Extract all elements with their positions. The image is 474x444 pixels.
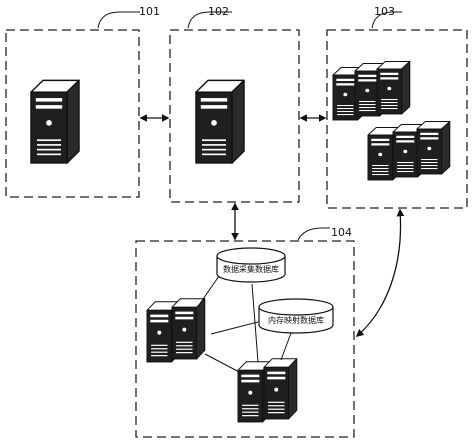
node-104-box xyxy=(135,240,355,438)
link-line xyxy=(204,353,244,375)
leader-101 xyxy=(97,11,140,29)
leader-103 xyxy=(371,11,402,29)
node-101-box xyxy=(5,29,140,198)
link-line xyxy=(280,332,292,361)
link-line xyxy=(198,275,220,306)
link-line xyxy=(210,321,259,335)
leader-104 xyxy=(297,227,330,241)
label-102: 102 xyxy=(208,5,229,18)
node-103-box xyxy=(326,29,468,209)
node-102-box xyxy=(169,29,300,203)
server-icon xyxy=(171,298,206,360)
label-104: 104 xyxy=(331,226,352,239)
label-103: 103 xyxy=(374,5,395,18)
server-icon xyxy=(30,79,80,164)
database-label-data-collection: 数据采集数据库 xyxy=(223,264,279,274)
database-label-memory-mapped: 内存映射数据库 xyxy=(268,315,324,325)
server-icon xyxy=(376,61,411,115)
server-icon xyxy=(195,79,245,164)
server-icon xyxy=(416,121,451,175)
database-icon xyxy=(216,247,286,283)
leader-102 xyxy=(187,11,232,29)
label-101: 101 xyxy=(139,5,160,18)
database-icon xyxy=(258,298,334,334)
arrow-103-104 xyxy=(355,208,405,338)
server-icon xyxy=(263,358,298,420)
